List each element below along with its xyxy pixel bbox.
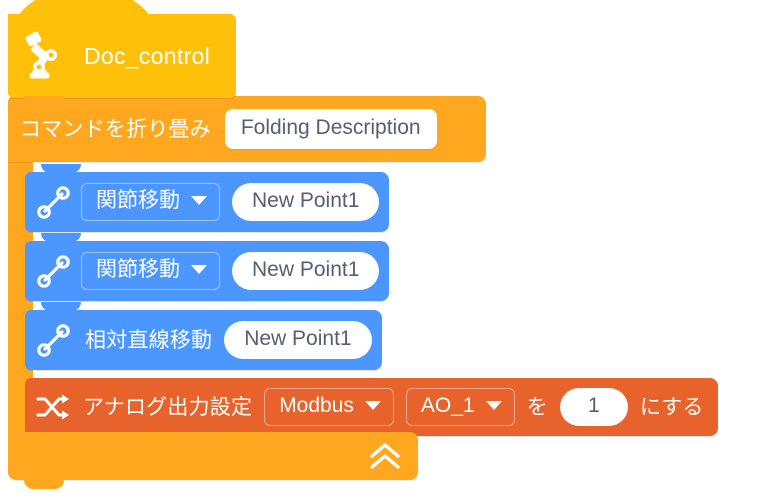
shuffle-icon	[35, 392, 71, 422]
statement-notch-3	[41, 302, 81, 311]
analog-channel-dropdown[interactable]: AO_1	[405, 388, 515, 426]
point-input-2[interactable]: New Point1	[232, 252, 380, 290]
move-path-icon	[35, 254, 73, 288]
analog-value-input[interactable]: 1	[559, 388, 628, 426]
statement-notch-2	[41, 233, 81, 242]
analog-suffix-label: にする	[639, 395, 704, 419]
chevron-double-up-icon[interactable]	[368, 441, 402, 471]
hat-block-doc-control[interactable]: Doc_control	[8, 0, 236, 98]
robot-arm-icon	[24, 30, 70, 82]
statement-notch-1	[41, 164, 81, 173]
c-block-bottom-nub	[24, 479, 64, 489]
move-path-icon	[35, 185, 73, 219]
chevron-down-icon	[364, 401, 381, 410]
motion-type-dropdown-1[interactable]: 関節移動	[81, 183, 220, 221]
motion-type-value-2: 関節移動	[96, 258, 180, 282]
analog-device-dropdown[interactable]: Modbus	[264, 388, 394, 426]
c-block-label: コマンドを折り畳み	[20, 117, 211, 141]
point-input-1[interactable]: New Point1	[232, 183, 380, 221]
analog-channel-value: AO_1	[420, 394, 475, 418]
motion-block-2[interactable]: 関節移動 New Point1	[25, 241, 390, 301]
folding-description-input[interactable]: Folding Description	[224, 109, 437, 149]
chevron-down-icon	[191, 196, 207, 205]
c-block-folding-command[interactable]: コマンドを折り畳み Folding Description	[8, 96, 486, 162]
analog-device-value: Modbus	[279, 394, 354, 418]
hat-block-title: Doc_control	[84, 42, 211, 69]
move-path-icon	[35, 323, 73, 357]
motion-block-3-label: 相対直線移動	[85, 328, 213, 352]
chevron-down-icon	[485, 401, 502, 410]
analog-output-block[interactable]: アナログ出力設定 Modbus AO_1 を 1 にする	[25, 378, 718, 436]
motion-type-value-1: 関節移動	[96, 189, 180, 213]
c-block-top-notch	[24, 96, 64, 105]
motion-type-dropdown-2[interactable]: 関節移動	[81, 252, 220, 290]
analog-particle-wo: を	[526, 395, 548, 419]
analog-block-label: アナログ出力設定	[83, 395, 253, 419]
motion-block-1[interactable]: 関節移動 New Point1	[25, 172, 390, 232]
chevron-down-icon	[191, 265, 207, 274]
motion-block-3[interactable]: 相対直線移動 New Point1	[25, 310, 382, 370]
analog-block-notch	[41, 378, 81, 387]
point-input-3[interactable]: New Point1	[224, 321, 372, 359]
c-block-footer[interactable]	[8, 432, 418, 480]
